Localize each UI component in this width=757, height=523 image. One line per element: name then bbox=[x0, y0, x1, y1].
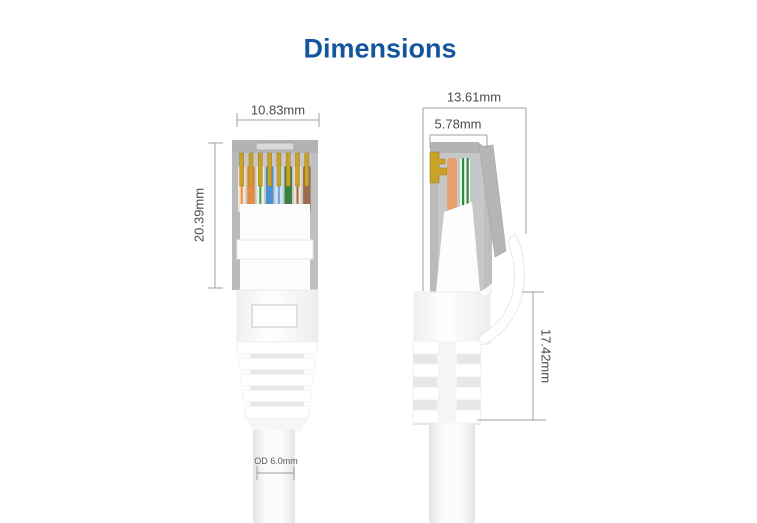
front-cable bbox=[253, 430, 295, 523]
dim-label-side-boot-height: 17.42mm bbox=[538, 328, 554, 384]
front-shell-right-wall bbox=[309, 153, 318, 290]
side-boot-hook bbox=[478, 234, 525, 345]
front-gold-pin bbox=[295, 152, 300, 187]
side-shell-right-wall bbox=[484, 165, 492, 292]
front-gold-pin bbox=[304, 152, 310, 187]
front-strain-relief-ribs bbox=[236, 341, 318, 431]
front-gold-pin bbox=[276, 152, 282, 187]
front-gold-pin bbox=[239, 152, 244, 187]
dim-side-top-width-lines bbox=[429, 134, 488, 148]
side-boot-block bbox=[413, 291, 491, 345]
dim-label-side-top-width: 5.78mm bbox=[434, 116, 482, 132]
side-latch-arm bbox=[478, 144, 507, 258]
front-gold-pin bbox=[267, 152, 272, 187]
side-wire-orange bbox=[447, 158, 457, 212]
dim-front-width-lines bbox=[236, 113, 320, 127]
front-boot-recess bbox=[251, 304, 298, 328]
side-shell-left-wall bbox=[430, 153, 438, 292]
dim-front-height-lines bbox=[208, 142, 223, 289]
dim-label-side-overall-width: 13.61mm bbox=[446, 89, 502, 105]
side-gold-contact bbox=[429, 151, 448, 184]
front-inner-band bbox=[236, 239, 314, 260]
dim-label-cable-od: OD 6.0mm bbox=[254, 456, 298, 466]
dim-cable-od-lines bbox=[256, 466, 295, 480]
front-shell-left-wall bbox=[232, 153, 241, 290]
front-gold-pin bbox=[248, 152, 254, 187]
page-title: Dimensions bbox=[303, 33, 457, 64]
dim-side-boot-height-lines bbox=[477, 291, 546, 421]
front-gold-pin bbox=[285, 152, 291, 187]
side-view bbox=[412, 142, 525, 523]
dim-label-front-height: 20.39mm bbox=[191, 187, 207, 243]
dim-side-overall-width-lines bbox=[422, 107, 527, 291]
front-pins-wires bbox=[238, 152, 311, 212]
side-cable bbox=[429, 423, 475, 523]
front-view bbox=[232, 140, 319, 523]
front-gold-pin bbox=[258, 152, 263, 187]
dim-label-front-width: 10.83mm bbox=[250, 102, 306, 118]
front-latch-notch bbox=[255, 142, 295, 151]
dimension-lines bbox=[208, 107, 546, 480]
side-inner-plastic bbox=[436, 202, 480, 292]
side-top-cap bbox=[430, 142, 492, 153]
side-strain-relief-ribs bbox=[412, 340, 482, 425]
